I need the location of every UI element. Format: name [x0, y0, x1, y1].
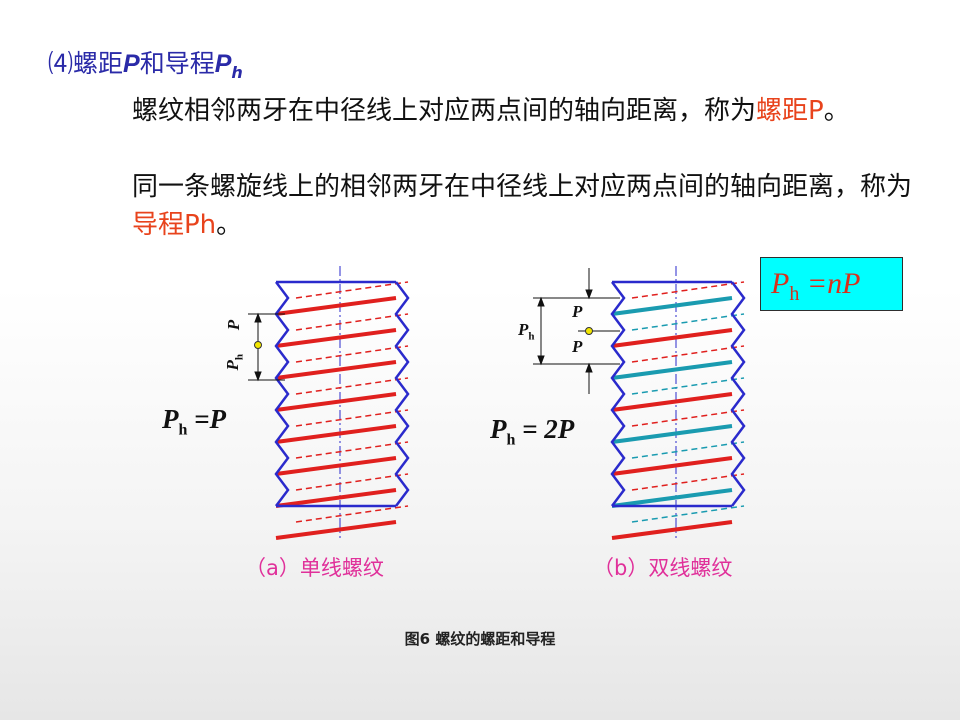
thread-outline-left	[610, 281, 626, 507]
single-start-equation: Ph =P	[162, 404, 227, 439]
hidden-thread-line	[295, 281, 409, 299]
heading-p: P	[123, 50, 140, 78]
dim-midpoint-b	[585, 327, 593, 335]
front-thread-line	[611, 392, 733, 412]
caption-single-start: （a）单线螺纹	[245, 556, 384, 580]
hidden-thread-line	[295, 473, 409, 491]
front-thread-line	[611, 296, 733, 316]
front-thread-line	[275, 328, 397, 348]
front-thread-line	[611, 488, 733, 508]
hidden-thread-line	[631, 281, 745, 299]
pitch-term: 螺距P	[756, 96, 824, 126]
front-thread-line	[611, 520, 733, 540]
front-thread-line	[611, 360, 733, 380]
hidden-thread-line	[295, 409, 409, 427]
front-thread-line	[275, 296, 397, 316]
front-thread-line	[275, 456, 397, 476]
dim-label-ph-a: Ph	[223, 353, 246, 371]
dimension-lines-b	[533, 268, 620, 394]
double-start-equation: Ph = 2P	[490, 414, 575, 449]
pitch-definition-text: 螺纹相邻两牙在中径线上对应两点间的轴向距离，称为	[132, 96, 757, 126]
double-start-thread	[610, 280, 746, 540]
hidden-thread-line	[631, 313, 745, 331]
section-heading: ⑷螺距P和导程Ph	[48, 44, 243, 82]
heading-ph-sub: h	[231, 63, 243, 82]
front-thread-line	[275, 488, 397, 508]
single-start-thread	[274, 280, 410, 540]
hidden-thread-line	[631, 441, 745, 459]
hidden-thread-line	[295, 441, 409, 459]
lead-definition-text: 同一条螺旋线上的相邻两牙在中径线上对应两点间的轴向距离，称为	[132, 172, 913, 202]
hidden-thread-line	[295, 505, 409, 523]
front-thread-line	[611, 424, 733, 444]
hidden-thread-line	[631, 505, 745, 523]
pitch-definition-end: 。	[823, 96, 850, 126]
dim-label-p2-b: P	[572, 337, 583, 356]
thread-outline-left	[274, 281, 290, 507]
front-thread-line	[611, 328, 733, 348]
dim-midpoint-a	[254, 341, 262, 349]
hidden-thread-line	[295, 313, 409, 331]
hidden-thread-line	[631, 345, 745, 363]
hidden-thread-line	[631, 377, 745, 395]
hidden-thread-line	[631, 473, 745, 491]
caption-double-start: （b）双线螺纹	[593, 556, 733, 580]
lead-definition-end: 。	[216, 210, 243, 240]
front-thread-line	[275, 392, 397, 412]
figure-title: 图6 螺纹的螺距和导程	[404, 630, 556, 648]
heading-ph: P	[214, 50, 232, 78]
front-thread-line	[275, 360, 397, 380]
hidden-thread-line	[631, 409, 745, 427]
thread-outline-right	[394, 281, 410, 507]
pitch-definition: 螺纹相邻两牙在中径线上对应两点间的轴向距离，称为螺距P。	[132, 92, 922, 130]
lead-definition: 同一条螺旋线上的相邻两牙在中径线上对应两点间的轴向距离，称为导程Ph。	[132, 168, 922, 244]
front-thread-line	[275, 424, 397, 444]
front-thread-line	[611, 456, 733, 476]
hidden-thread-line	[295, 345, 409, 363]
front-thread-line	[275, 520, 397, 540]
hidden-thread-line	[295, 377, 409, 395]
dim-label-p1-b: P	[572, 302, 583, 321]
lead-formula-box: Ph =nP	[760, 257, 903, 311]
heading-prefix: ⑷螺距	[48, 49, 124, 78]
dim-label-ph-b: Ph	[518, 320, 535, 343]
dim-label-p-a: P	[224, 319, 244, 331]
thread-outline-right	[730, 281, 746, 507]
heading-mid: 和导程	[139, 49, 215, 78]
lead-term: 导程Ph	[132, 210, 217, 240]
